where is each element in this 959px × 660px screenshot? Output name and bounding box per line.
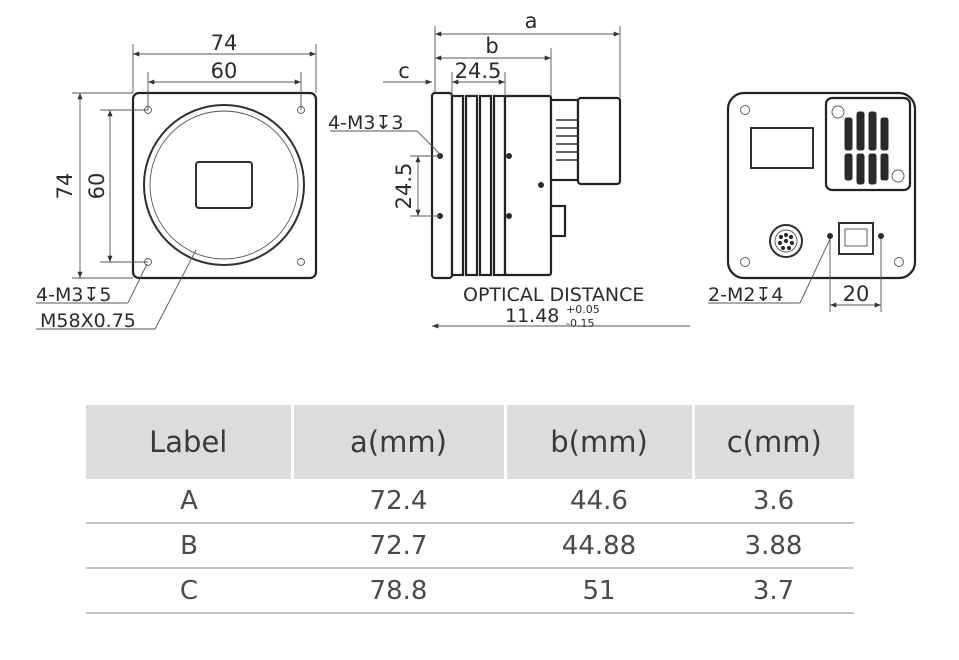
side-fin-4 bbox=[492, 94, 507, 277]
front-note-thread: M58X0.75 bbox=[40, 310, 136, 332]
cell-a: 78.8 bbox=[292, 568, 505, 614]
front-mount-ring-outer bbox=[143, 104, 305, 266]
side-dim-a: a bbox=[525, 9, 538, 33]
front-body-outline bbox=[131, 91, 318, 280]
side-note-mount-holes: 4-M3↧3 bbox=[328, 112, 403, 134]
front-dim-width-outer: 74 bbox=[211, 31, 238, 55]
cell-label: B bbox=[86, 523, 292, 569]
side-main-body bbox=[503, 94, 553, 277]
front-note-mount-holes: 4-M3↧5 bbox=[36, 284, 111, 306]
dimension-table: Label a(mm) b(mm) c(mm) A 72.4 44.6 3.6 … bbox=[86, 405, 854, 614]
rear-heat-sink bbox=[824, 96, 912, 192]
side-fin-3 bbox=[478, 94, 493, 277]
table-row: B 72.7 44.88 3.88 bbox=[86, 523, 854, 569]
rear-ethernet-port bbox=[838, 222, 874, 255]
cell-b: 44.6 bbox=[505, 479, 693, 524]
header-a: a(mm) bbox=[292, 405, 507, 479]
front-sensor-window bbox=[195, 161, 253, 209]
side-optical-tol-lower: -0.15 bbox=[566, 317, 594, 330]
rear-view: 2-M2↧4 20 bbox=[708, 91, 917, 312]
header-c: c(mm) bbox=[693, 405, 854, 479]
rear-label-plate bbox=[750, 127, 814, 169]
side-fin-2 bbox=[464, 94, 479, 277]
rear-note-mount-holes: 2-M2↧4 bbox=[708, 284, 783, 306]
side-view: a b 24.5 c 4-M3↧3 24.5 OPTICAL DISTANCE … bbox=[328, 9, 690, 330]
header-label: Label bbox=[86, 405, 294, 479]
side-optical-tol-upper: +0.05 bbox=[566, 303, 600, 316]
side-dim-c: c bbox=[398, 59, 410, 83]
cell-label: C bbox=[86, 568, 292, 614]
side-rear-connector bbox=[576, 96, 622, 186]
cell-label: A bbox=[86, 479, 292, 524]
side-optical-value: 11.48 bbox=[505, 305, 559, 327]
dimension-drawing: 74 60 74 60 4-M3↧5 M58X0.75 bbox=[36, 9, 917, 332]
cell-b: 51 bbox=[505, 568, 693, 614]
cell-c: 3.7 bbox=[693, 568, 854, 614]
header-b: b(mm) bbox=[505, 405, 695, 479]
rear-io-connector bbox=[769, 224, 803, 258]
cell-c: 3.88 bbox=[693, 523, 854, 569]
side-flange bbox=[430, 91, 454, 280]
side-dim-vertical-24-5: 24.5 bbox=[392, 163, 416, 210]
table-header-row: Label a(mm) b(mm) c(mm) bbox=[86, 405, 854, 479]
front-mount-ring-inner bbox=[149, 110, 299, 260]
side-optical-label: OPTICAL DISTANCE bbox=[463, 284, 644, 306]
side-dim-b: b bbox=[485, 34, 498, 58]
front-hole-br bbox=[297, 258, 305, 266]
rear-dim-20: 20 bbox=[843, 282, 870, 306]
side-small-port bbox=[549, 204, 567, 238]
cell-a: 72.7 bbox=[292, 523, 505, 569]
side-dim-top-24-5: 24.5 bbox=[455, 59, 502, 83]
cell-b: 44.88 bbox=[505, 523, 693, 569]
front-view: 74 60 74 60 4-M3↧5 M58X0.75 bbox=[36, 31, 318, 332]
front-dim-height-outer: 74 bbox=[53, 173, 77, 200]
cell-c: 3.6 bbox=[693, 479, 854, 524]
front-dim-height-holes: 60 bbox=[85, 173, 109, 200]
side-rear-block bbox=[549, 98, 580, 182]
table-row: C 78.8 51 3.7 bbox=[86, 568, 854, 614]
table-row: A 72.4 44.6 3.6 bbox=[86, 479, 854, 524]
side-fin-1 bbox=[450, 94, 465, 277]
front-dim-width-holes: 60 bbox=[211, 59, 238, 83]
cell-a: 72.4 bbox=[292, 479, 505, 524]
